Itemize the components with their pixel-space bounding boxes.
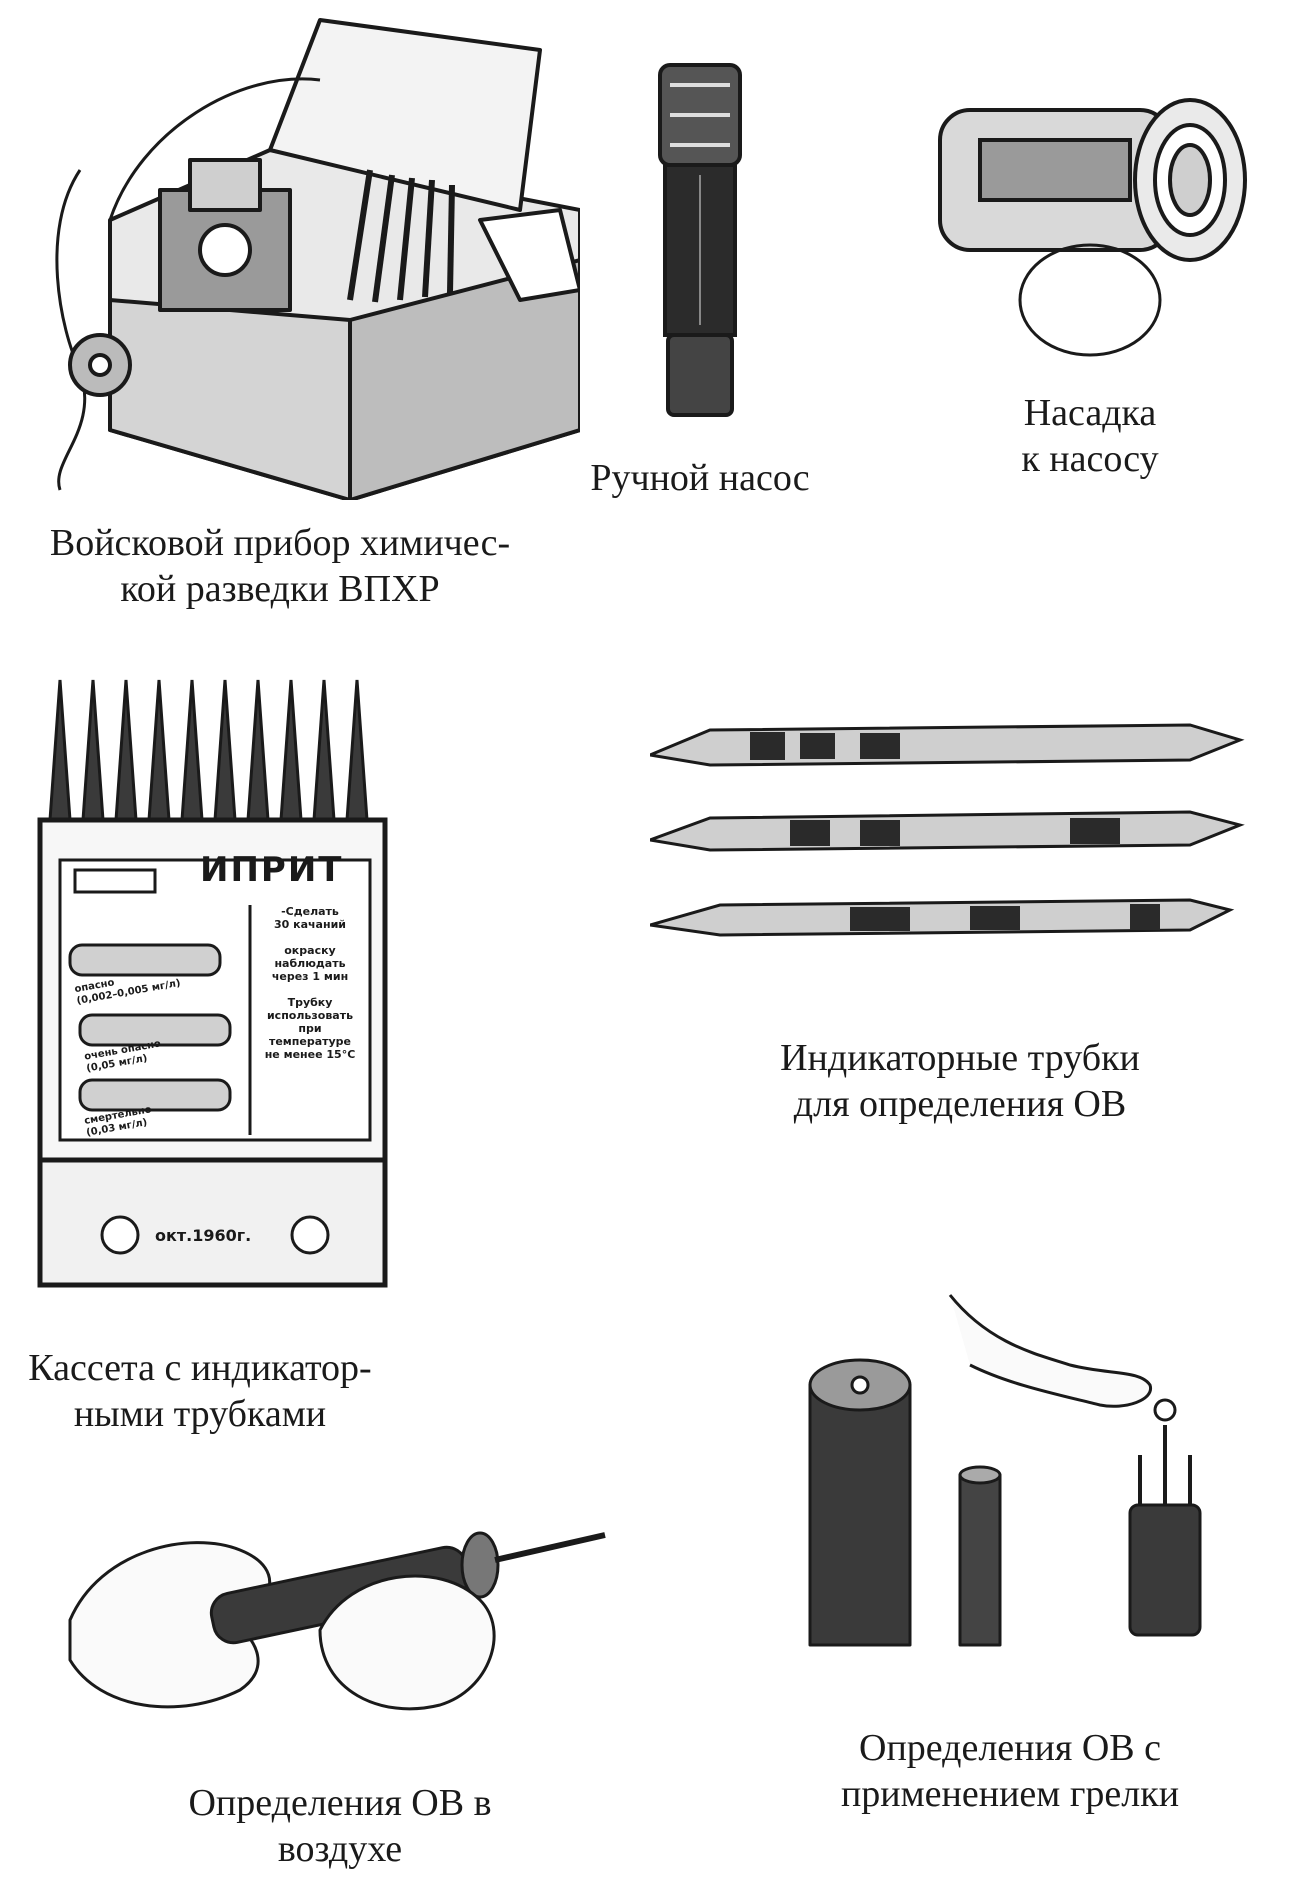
cassette-illustration — [20, 670, 400, 1290]
cassette-label: ИПРИТ — [200, 850, 344, 890]
heater-detection-caption: Определения ОВ с применением грелки — [840, 1727, 1180, 1815]
vpkhr-illustration — [20, 10, 580, 500]
nozzle-caption: Насадка к насосу — [1021, 392, 1159, 480]
air-detection-caption: Определения ОВ в воздухе — [188, 1782, 492, 1870]
air-detection-drawing — [68, 1531, 606, 1711]
cassette-caption: Кассета с индикатор- ными трубками — [28, 1347, 372, 1435]
indicator-tubes-caption: Индикаторные трубки для определения ОВ — [780, 1037, 1140, 1125]
hand-pump-illustration — [640, 55, 760, 425]
nozzle-illustration — [920, 90, 1260, 360]
indicator-tubes-illustration — [650, 700, 1250, 960]
nozzle-drawing — [938, 98, 1247, 357]
heater-detection-drawing — [808, 1294, 1202, 1647]
cassette-date: окт.1960г. — [155, 1226, 252, 1245]
air-detection-illustration — [60, 1490, 620, 1720]
hand-pump-caption: Ручной насос — [590, 457, 810, 499]
cassette-instructions: -Сделать 30 качаний окраску наблюдать че… — [264, 905, 356, 1061]
vpkhr-caption: Войсковой прибор химичес- кой разведки В… — [49, 522, 511, 610]
cassette-drawing — [37, 679, 388, 1288]
indicator-tubes-drawing — [650, 723, 1245, 937]
vpkhr-drawing — [55, 18, 580, 500]
hand-pump-drawing — [658, 63, 742, 417]
heater-detection-illustration — [780, 1285, 1240, 1655]
